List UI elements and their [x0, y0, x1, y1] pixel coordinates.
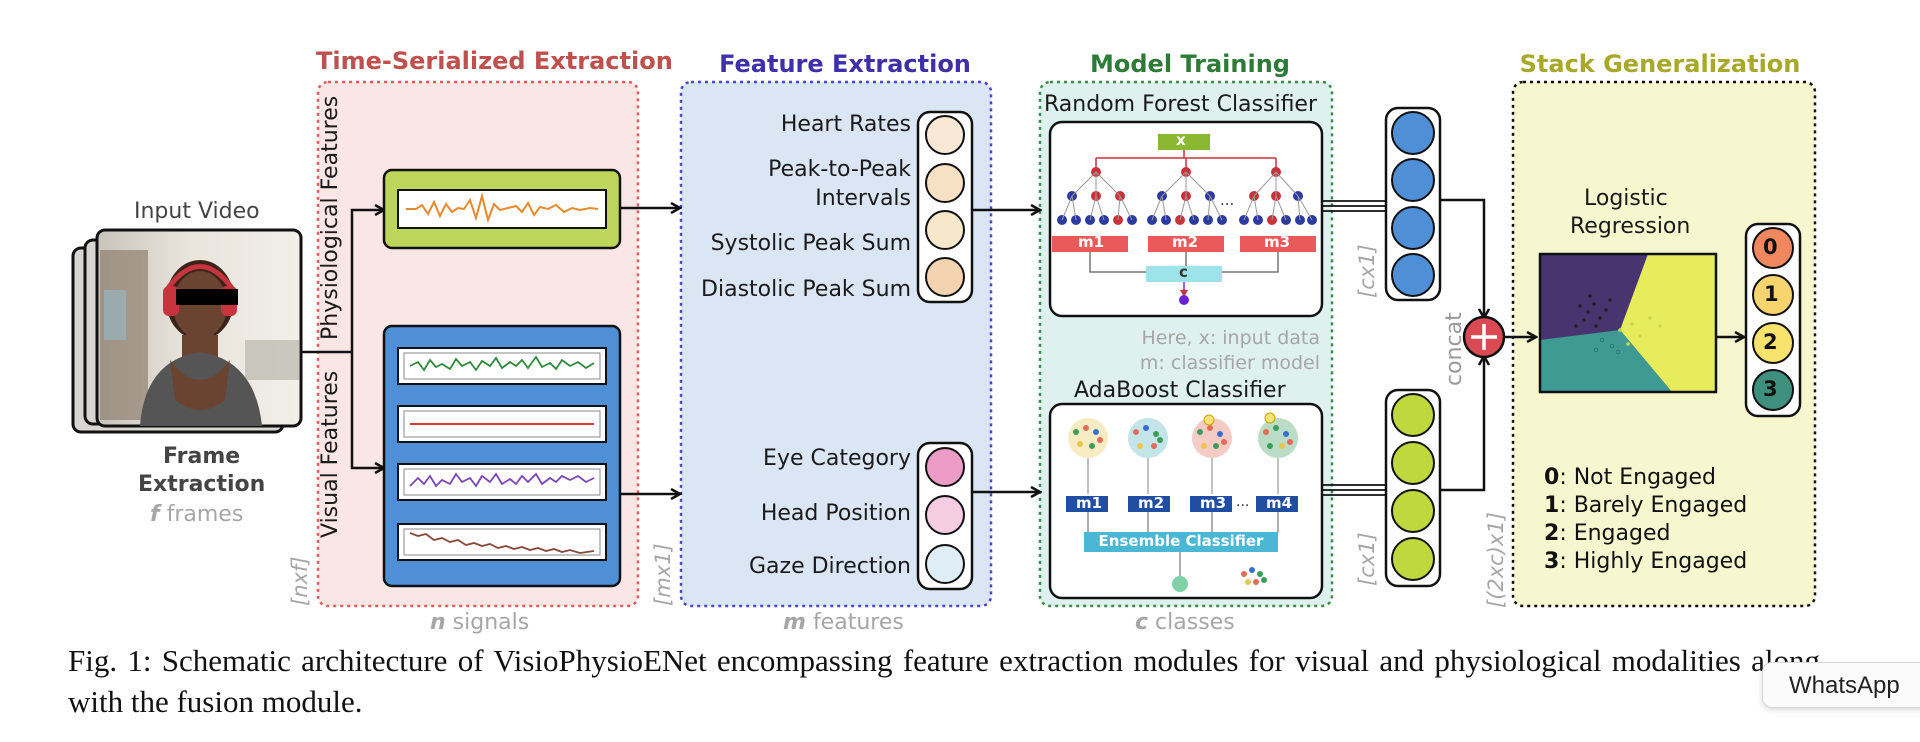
feature-heart-rates: Heart Rates	[780, 112, 911, 137]
dim-2cx1: [(2xc)x1]	[1484, 512, 1508, 608]
adaboost-output-cluster	[1241, 567, 1267, 585]
dim-mx1: [mx1]	[651, 543, 675, 606]
visual-branch-arrow	[350, 352, 384, 468]
frames-var: f	[150, 502, 160, 527]
feature-extraction-panel	[679, 80, 993, 608]
physiological-features-label: Physiological Features	[318, 95, 343, 340]
ada-model-m1: m1	[1076, 494, 1103, 512]
rf-ellipsis: ...	[1220, 191, 1235, 209]
ensemble-classifier-label: Ensemble Classifier	[1098, 532, 1264, 550]
legend-text: : Barely Engaged	[1559, 493, 1748, 518]
features-label: m features	[783, 610, 904, 635]
frames-word: frames	[166, 502, 244, 527]
signals-var: n	[430, 610, 446, 635]
frames-label: f frames	[150, 502, 243, 527]
dim-cx1-bottom: [cx1]	[1355, 532, 1379, 586]
visual-signal-box	[382, 324, 622, 588]
feature-extraction-title: Feature Extraction	[719, 50, 971, 78]
physio-branch-arrow	[350, 210, 384, 352]
ada-model-m4: m4	[1266, 494, 1293, 512]
feature-intervals: Intervals	[815, 186, 911, 211]
rf-root-label: x	[1176, 131, 1186, 149]
whatsapp-tooltip-label: WhatsApp	[1789, 672, 1900, 699]
ada-ellipsis: ...	[1236, 494, 1250, 510]
class-2: 2	[1763, 330, 1778, 354]
dim-nxf: [nxf]	[288, 556, 312, 606]
time-serialized-title: Time-Serialized Extraction	[316, 47, 673, 75]
visual-features-label: Visual Features	[318, 370, 343, 538]
signals-word: signals	[452, 610, 530, 635]
random-forest-box	[1048, 120, 1324, 318]
legend-item-2: 2: Engaged	[1544, 521, 1670, 546]
feature-peak-to-peak: Peak-to-Peak	[768, 157, 911, 182]
legend-item-0: 0: Not Engaged	[1544, 465, 1716, 490]
class-output-vector	[1744, 222, 1802, 418]
rf-model-m3: m3	[1264, 233, 1291, 251]
frame-label: Frame	[163, 444, 241, 469]
logistic-title-2: Regression	[1570, 214, 1691, 239]
legend-num: 3	[1544, 549, 1560, 574]
legend-num: 1	[1544, 493, 1560, 518]
features-word: features	[812, 610, 904, 635]
ada-model-m3: m3	[1200, 494, 1227, 512]
note-classifier-model: m: classifier model	[1139, 352, 1320, 374]
signals-label: n signals	[430, 610, 529, 635]
extraction-label: Extraction	[138, 472, 266, 497]
class-3: 3	[1763, 377, 1778, 401]
classes-label: c classes	[1135, 610, 1235, 635]
input-video-label: Input Video	[134, 199, 260, 224]
feature-gaze-direction: Gaze Direction	[749, 554, 911, 579]
feature-head-position: Head Position	[760, 501, 911, 526]
legend-text: : Highly Engaged	[1559, 549, 1748, 574]
concat-label: concat	[1442, 312, 1467, 386]
ada-model-m2: m2	[1138, 494, 1165, 512]
figure-caption: Fig. 1: Schematic architecture of VisioP…	[68, 643, 1820, 719]
class-0: 0	[1763, 235, 1778, 259]
legend-item-3: 3: Highly Engaged	[1544, 549, 1747, 574]
rf-model-m1: m1	[1078, 233, 1105, 251]
feature-diastolic: Diastolic Peak Sum	[701, 277, 911, 302]
features-var: m	[783, 610, 806, 635]
logistic-title-1: Logistic	[1584, 186, 1668, 211]
input-video-stack	[71, 228, 303, 434]
note-input-data: Here, x: input data	[1141, 327, 1320, 349]
stack-generalization-title: Stack Generalization	[1519, 50, 1801, 78]
rf-model-m2: m2	[1172, 233, 1199, 251]
rf-output-label: c	[1179, 263, 1188, 281]
rf-output-vector	[1384, 106, 1442, 302]
logistic-regression-plot	[1538, 252, 1718, 394]
rf-to-concat-arrow	[1440, 198, 1484, 318]
legend-num: 0	[1544, 465, 1560, 490]
legend-item-1: 1: Barely Engaged	[1544, 493, 1747, 518]
dim-cx1-top: [cx1]	[1355, 244, 1379, 298]
ada-output-vector	[1384, 388, 1442, 588]
physio-feature-column	[916, 110, 974, 304]
model-training-title: Model Training	[1090, 50, 1290, 78]
random-forest-title: Random Forest Classifier	[1044, 92, 1318, 117]
classes-word: classes	[1155, 610, 1235, 635]
whatsapp-tooltip[interactable]: WhatsApp	[1762, 662, 1920, 708]
feature-eye-category: Eye Category	[763, 446, 911, 471]
classes-var: c	[1135, 610, 1149, 635]
class-1: 1	[1764, 282, 1779, 306]
legend-num: 2	[1544, 521, 1560, 546]
feature-systolic: Systolic Peak Sum	[710, 231, 911, 256]
adaboost-title: AdaBoost Classifier	[1074, 378, 1286, 403]
adaboost-clusters	[1068, 412, 1298, 458]
legend-text: : Not Engaged	[1559, 465, 1717, 490]
ada-to-concat-arrow	[1440, 356, 1484, 492]
legend-text: : Engaged	[1559, 521, 1671, 546]
